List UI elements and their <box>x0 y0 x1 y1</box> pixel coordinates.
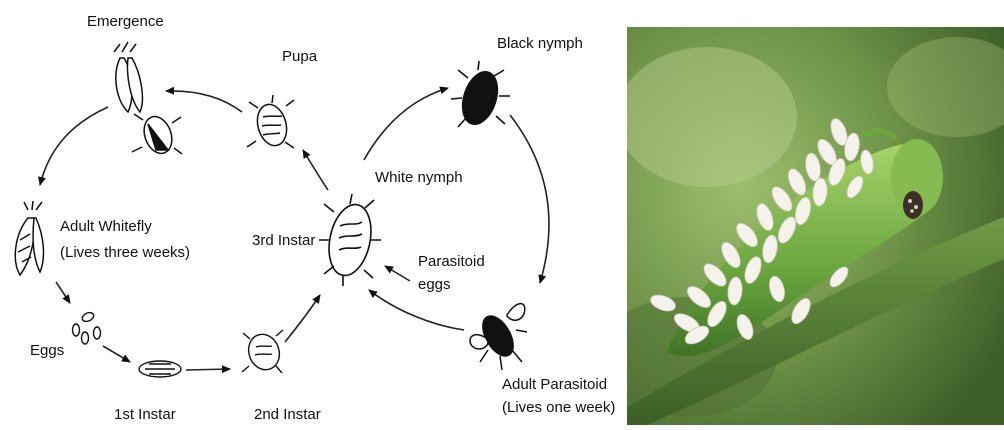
eggs-icon <box>73 311 101 344</box>
label-adult-whitefly-lifespan: (Lives three weeks) <box>60 243 190 262</box>
photo-drawing <box>627 27 1004 425</box>
arrow-2nd-to-3rd <box>285 295 320 342</box>
label-white-nymph: White nymph <box>375 168 463 187</box>
black-nymph-icon <box>451 61 510 129</box>
first-instar-icon <box>139 361 181 377</box>
label-pupa: Pupa <box>282 47 317 66</box>
whitefly-life-cycle-diagram: Emergence Pupa Black nymph White nymph A… <box>0 0 620 425</box>
label-black-nymph: Black nymph <box>497 34 583 53</box>
label-second-instar: 2nd Instar <box>254 405 321 424</box>
arrow-pupa-to-emergence <box>166 91 242 112</box>
label-third-instar: 3rd Instar <box>252 231 315 250</box>
label-adult-parasitoid: Adult Parasitoid <box>502 375 607 394</box>
label-parasitoid-eggs: eggs <box>418 275 451 294</box>
third-instar-icon <box>319 194 381 286</box>
label-emergence: Emergence <box>87 12 164 31</box>
arrow-black-to-adult-parasitoid <box>510 115 549 283</box>
adult-parasitoid-icon <box>470 304 527 370</box>
adult-whitefly-icon <box>15 201 43 275</box>
arrow-adult-to-eggs <box>56 282 70 303</box>
emergence-whitefly-icon <box>114 42 142 112</box>
label-eggs: Eggs <box>30 341 64 360</box>
arrow-emergence-to-adult <box>40 107 108 185</box>
arrow-eggs-to-1st <box>103 346 130 362</box>
arrow-white-to-black <box>364 88 448 160</box>
arrow-3rd-to-pupa <box>303 150 328 190</box>
label-first-instar: 1st Instar <box>114 405 176 424</box>
second-instar-icon <box>242 330 284 374</box>
label-adult-whitefly: Adult Whitefly <box>60 217 152 236</box>
emerged-nymph-case-icon <box>132 113 182 158</box>
label-parasitoid: Parasitoid <box>418 252 485 271</box>
hornworm-with-parasitoid-cocoons-photo <box>627 27 1004 425</box>
arrow-adult-parasitoid-to-nymph <box>369 290 464 330</box>
arrow-eggs-label-to-nymph <box>385 266 410 281</box>
arrow-1st-to-2nd <box>186 369 230 370</box>
pupa-icon <box>247 95 294 149</box>
label-adult-parasitoid-lifespan: (Lives one week) <box>502 398 615 417</box>
